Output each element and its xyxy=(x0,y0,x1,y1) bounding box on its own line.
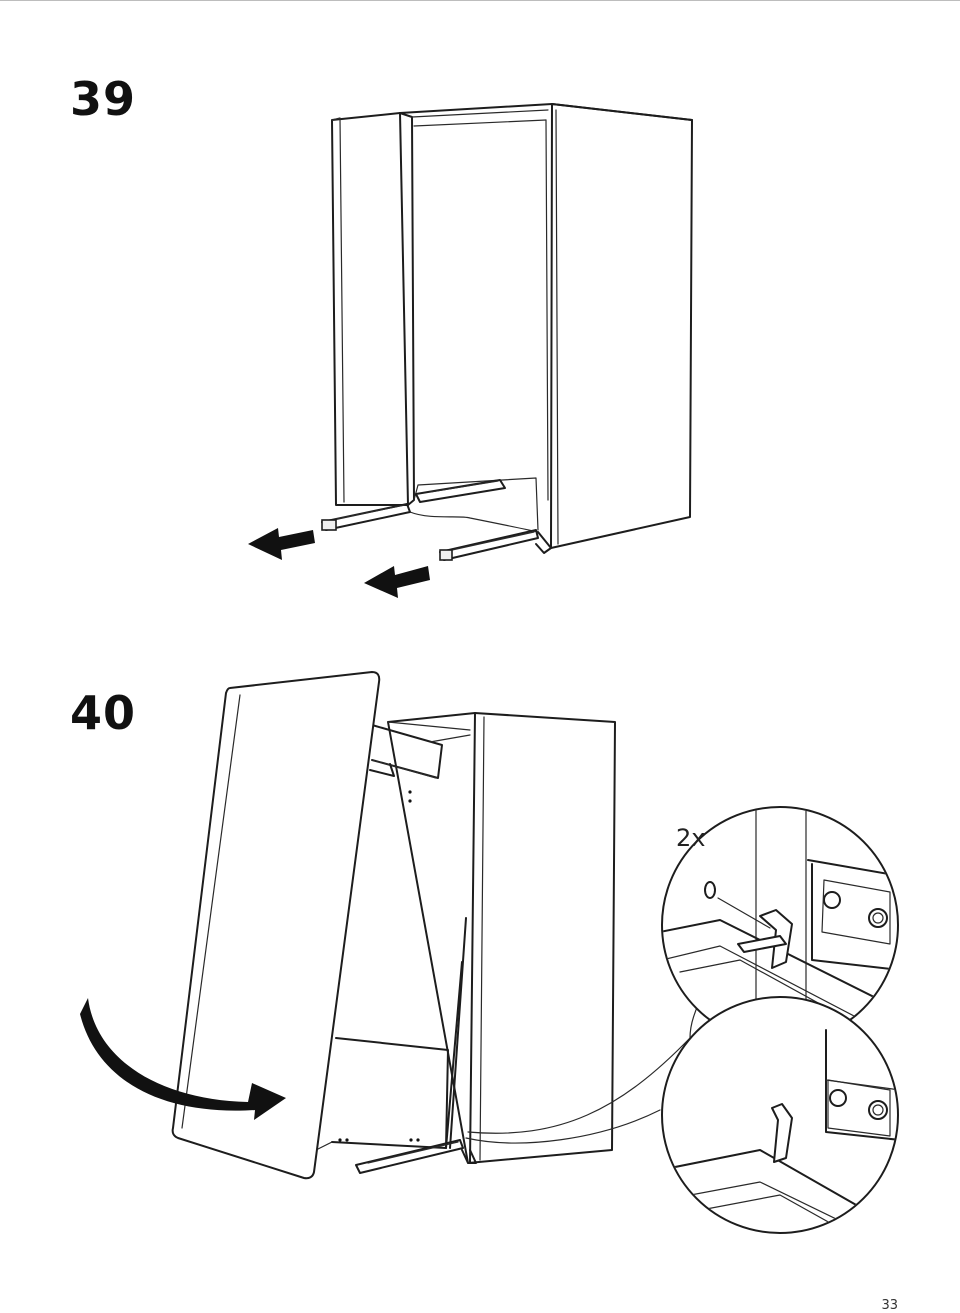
pull-arrow-right xyxy=(364,566,430,598)
left-drawer-runner xyxy=(321,479,506,531)
detail-circle-top xyxy=(661,806,899,1044)
drawer-front-panel xyxy=(171,671,381,1180)
step-number-39: 39 xyxy=(70,72,137,126)
quantity-label: 2x xyxy=(676,824,706,852)
drawer-box xyxy=(315,724,471,1174)
right-side-panel xyxy=(550,103,693,549)
detail-circle-bottom xyxy=(661,996,899,1234)
rotate-arrow xyxy=(80,998,286,1120)
step-number-40: 40 xyxy=(70,686,137,740)
cabinet-frame xyxy=(387,712,616,1164)
right-drawer-runner xyxy=(439,529,539,561)
top-rule xyxy=(0,0,960,1)
page-number: 33 xyxy=(881,1298,898,1313)
pull-arrow-left xyxy=(248,528,315,560)
